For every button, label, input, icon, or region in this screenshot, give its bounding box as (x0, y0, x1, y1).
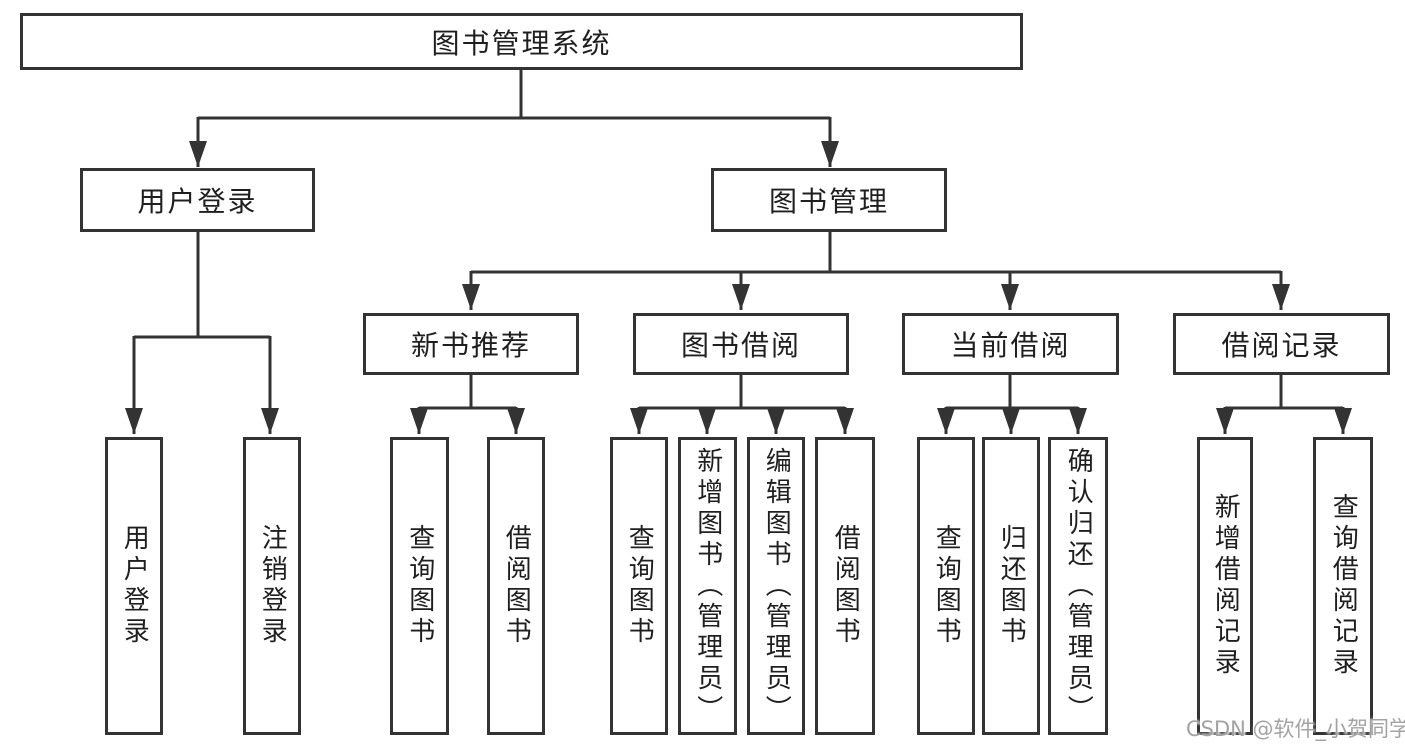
node-leaf-add-borrow-record: 新增借阅记录 (1197, 437, 1253, 735)
leaf-label: 借阅图书 (830, 524, 861, 648)
node-leaf-add-book-admin: 新增图书（管理员） (678, 437, 737, 735)
node-leaf-confirm-return-admin: 确认归还（管理员） (1048, 437, 1108, 735)
leaf-label: 查询图书 (404, 524, 435, 648)
leaf-label: 编辑图书（管理员） (761, 446, 792, 726)
node-leaf-logout: 注销登录 (243, 437, 301, 735)
node-leaf-return-book: 归还图书 (982, 437, 1040, 735)
node-leaf-edit-book-admin: 编辑图书（管理员） (747, 437, 805, 735)
leaf-label: 查询图书 (931, 524, 962, 648)
leaf-label: 确认归还（管理员） (1063, 446, 1094, 726)
node-book-borrow: 图书借阅 (633, 313, 849, 375)
csdn-watermark: CSDN @软件_小贺同学 (1186, 717, 1405, 741)
node-book-management: 图书管理 (711, 168, 947, 232)
leaf-label: 新增借阅记录 (1210, 493, 1241, 679)
node-leaf-query-book-2: 查询图书 (610, 437, 668, 735)
node-leaf-borrow-book-1: 借阅图书 (487, 437, 545, 735)
node-leaf-query-borrow-record: 查询借阅记录 (1313, 437, 1373, 735)
node-leaf-query-book-3: 查询图书 (917, 437, 975, 735)
node-leaf-borrow-book-2: 借阅图书 (815, 437, 875, 735)
node-current-borrow: 当前借阅 (902, 313, 1119, 375)
leaf-label: 查询图书 (624, 524, 655, 648)
leaf-label: 借阅图书 (501, 524, 532, 648)
node-root-system: 图书管理系统 (20, 13, 1023, 70)
node-user-login-group: 用户登录 (80, 168, 315, 232)
node-leaf-user-login: 用户登录 (105, 437, 163, 735)
leaf-label: 查询借阅记录 (1328, 493, 1359, 679)
leaf-label: 归还图书 (996, 524, 1027, 648)
node-new-book-recommend: 新书推荐 (363, 313, 579, 375)
leaf-label: 注销登录 (257, 524, 288, 648)
leaf-label: 用户登录 (119, 524, 150, 648)
leaf-label: 新增图书（管理员） (692, 446, 723, 726)
node-borrow-record: 借阅记录 (1173, 313, 1390, 375)
node-leaf-query-book-1: 查询图书 (390, 437, 449, 735)
